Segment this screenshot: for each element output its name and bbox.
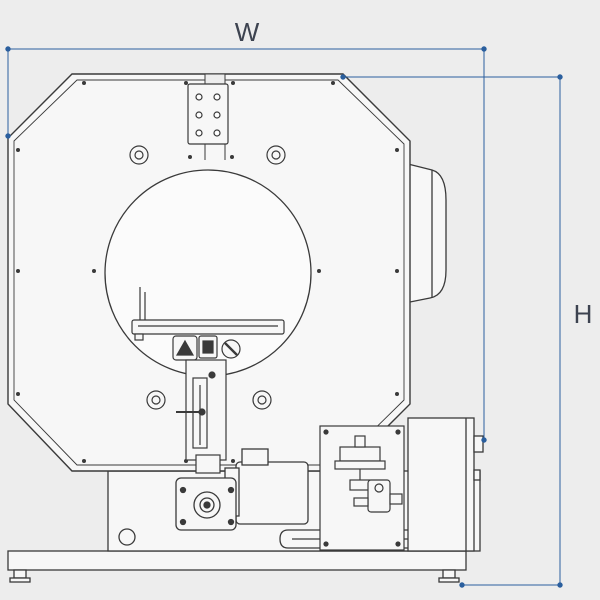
top-mount-plate: [187, 83, 229, 145]
side-cabinet-body: [407, 417, 475, 552]
motor-terminal-box: [241, 448, 269, 466]
foot-left: [13, 569, 27, 579]
foot-left-pad: [9, 577, 31, 583]
dimension-lines: [5, 46, 563, 588]
width-label: W: [235, 17, 260, 47]
vertical-guide-column: [176, 359, 227, 474]
drive-motor: [175, 448, 309, 531]
height-label: H: [574, 299, 593, 329]
base-plate: [7, 550, 467, 571]
rear-drum-housing: [399, 161, 447, 305]
roller-bosses: [129, 145, 286, 410]
base-drain-hole: [118, 528, 136, 546]
control-panel-badges: [172, 335, 241, 361]
foot-right-pad: [438, 577, 460, 583]
pneumatic-control-panel: [319, 425, 405, 551]
work-table: [131, 287, 285, 341]
side-cabinet: [407, 417, 484, 552]
emergency-stop-icon: [224, 342, 238, 356]
foot-right: [442, 569, 456, 579]
motor-body: [235, 461, 309, 525]
warning-triangle-icon: [175, 339, 195, 356]
